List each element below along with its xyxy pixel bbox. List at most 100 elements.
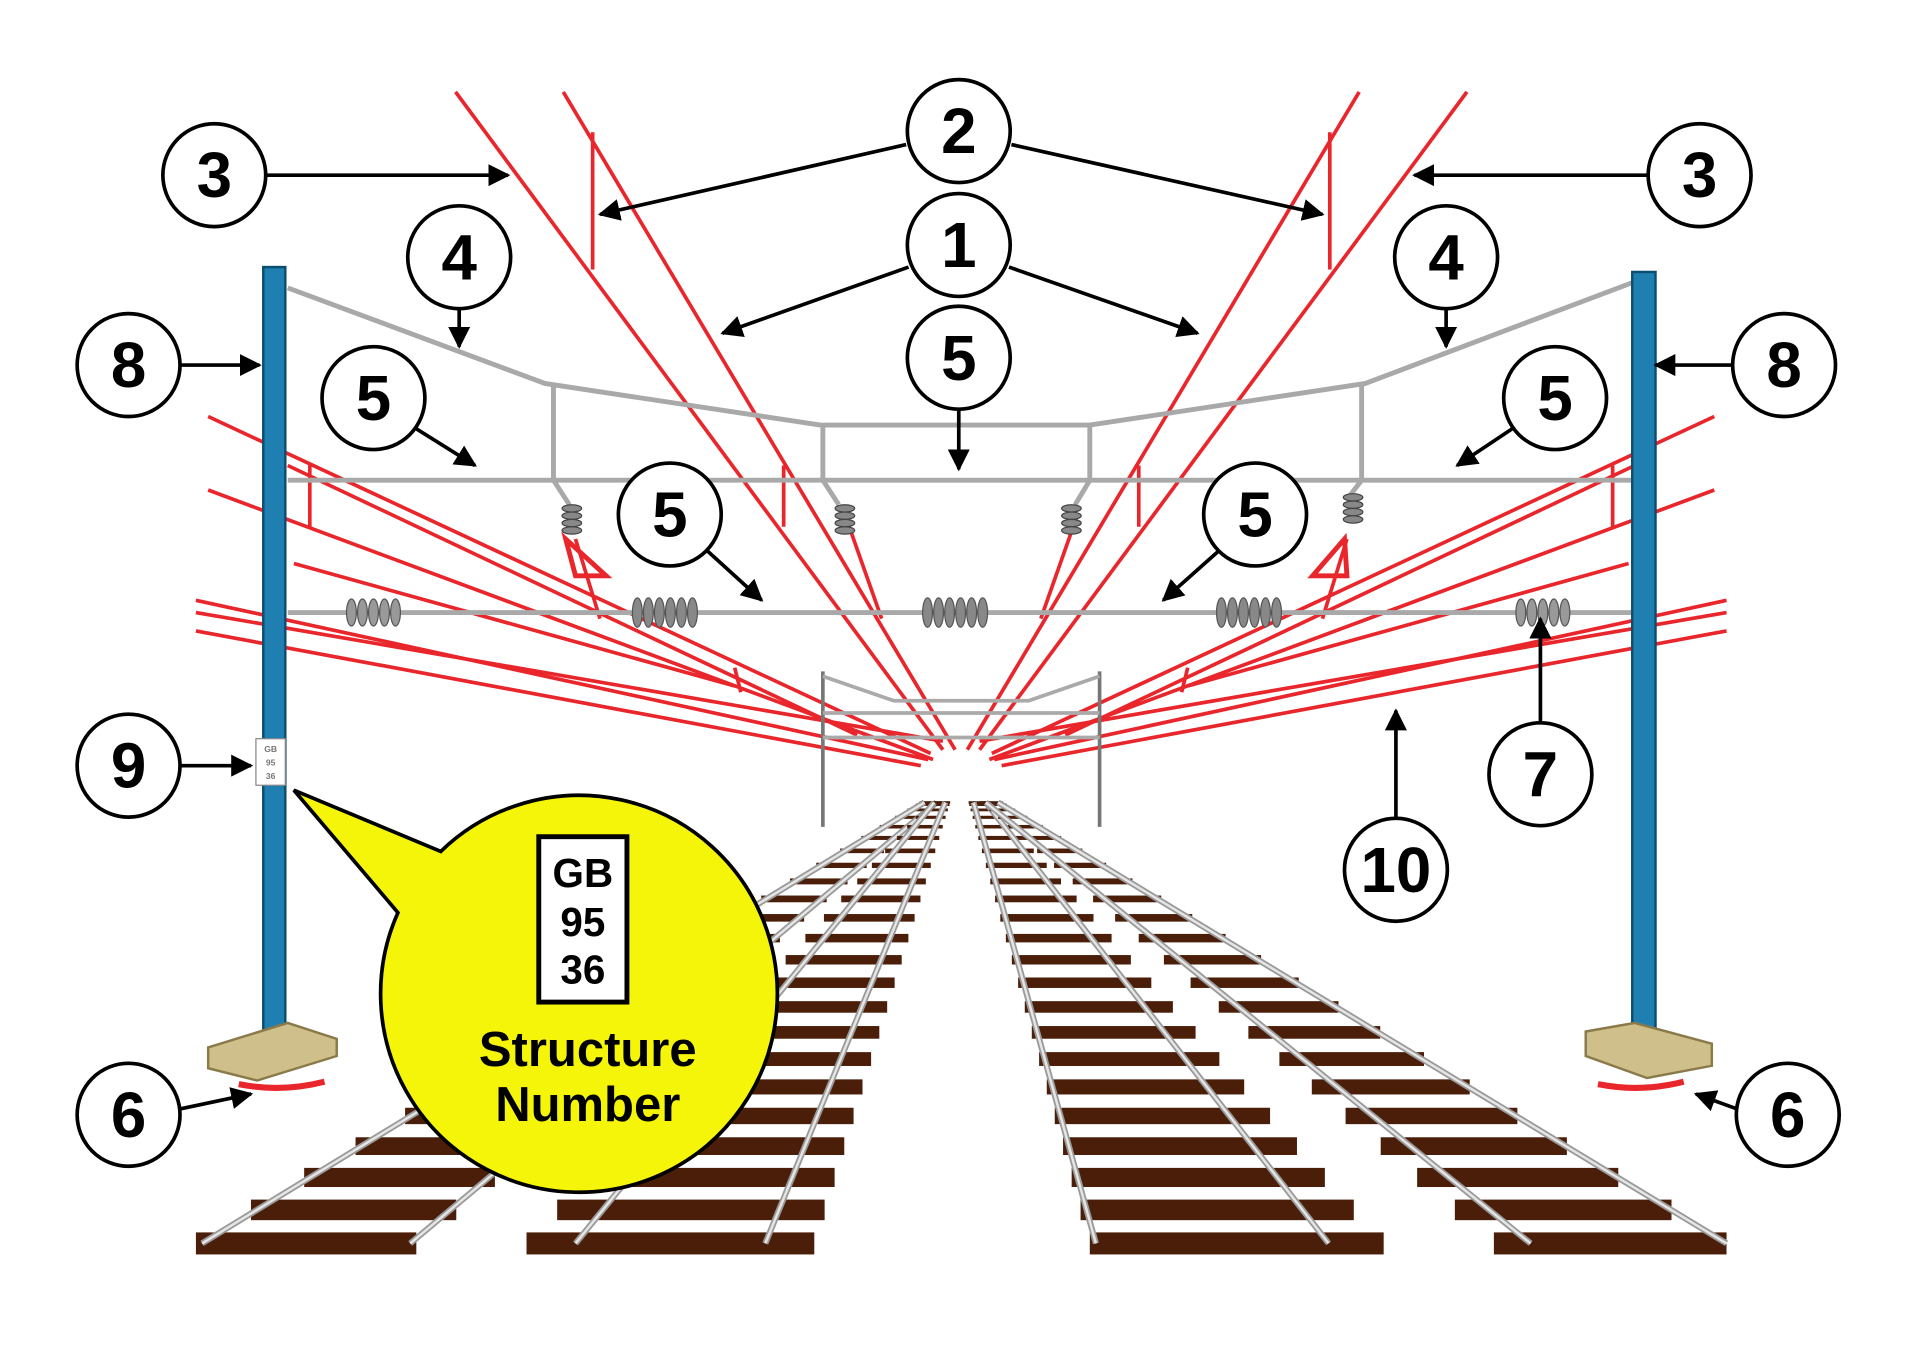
- leader-arrow: [1693, 1090, 1737, 1112]
- red-wire: [195, 610, 944, 743]
- insulator-disc: [631, 597, 643, 628]
- insulator-disc: [1271, 597, 1283, 628]
- insulator-disc: [1342, 515, 1364, 524]
- sleeper: [1218, 1001, 1339, 1013]
- sleeper: [1089, 1232, 1384, 1255]
- label-circle: [1392, 203, 1500, 311]
- label-number: 2: [941, 96, 976, 167]
- mast-base-left: [206, 1021, 338, 1082]
- insulator-disc: [1237, 597, 1249, 628]
- label-4: 4: [1392, 203, 1500, 311]
- label-circle: [1342, 816, 1450, 924]
- sleeper: [907, 808, 933, 812]
- label-circle: [1734, 1061, 1842, 1169]
- plate-line3: 36: [560, 947, 605, 993]
- label-number: 6: [1770, 1080, 1805, 1151]
- label-circle: [1201, 461, 1309, 568]
- sleeper: [970, 808, 998, 812]
- bond-right: [1597, 1078, 1685, 1091]
- insulator-disc: [1215, 597, 1227, 628]
- red-wire: [991, 414, 1716, 756]
- red-wire: [1187, 561, 1630, 688]
- label-circle: [616, 461, 724, 568]
- insulator-disc: [1061, 518, 1082, 528]
- insulator-disc: [1061, 511, 1082, 521]
- leader-arrow: [1011, 142, 1325, 221]
- label-circle: [161, 121, 268, 229]
- label-circle: [405, 203, 513, 311]
- sleeper: [1039, 1052, 1220, 1066]
- label-number: 8: [111, 330, 146, 401]
- red-wire: [1001, 629, 1727, 768]
- insulator-disc: [561, 511, 583, 521]
- label-circle: [1730, 311, 1838, 419]
- insulator-disc: [944, 597, 956, 628]
- sleeper: [1311, 1079, 1470, 1095]
- insulator-disc: [653, 597, 665, 628]
- sleeper: [1018, 977, 1152, 988]
- sleeper: [764, 977, 895, 988]
- sleeper: [895, 815, 924, 819]
- plate-line2: 95: [560, 899, 605, 945]
- sleeper: [983, 803, 1007, 806]
- leader-arrow: [1455, 427, 1514, 468]
- insulator-disc: [686, 597, 698, 628]
- sleeper: [1115, 914, 1193, 922]
- bond-left: [238, 1078, 326, 1091]
- headspan: [286, 279, 1636, 615]
- insulator-disc: [390, 598, 402, 627]
- sleeper: [250, 1199, 457, 1221]
- label-circle: [905, 77, 1013, 185]
- insulator-disc: [1548, 598, 1560, 627]
- red-wire: [454, 90, 945, 751]
- sleeper: [968, 801, 991, 804]
- label-circle: [1501, 344, 1609, 452]
- sleeper: [1000, 914, 1094, 922]
- insulator-disc: [561, 504, 583, 513]
- sleeper: [879, 824, 913, 829]
- label-number: 3: [1682, 140, 1717, 211]
- label-circle: [905, 304, 1013, 412]
- structure-number-plate-small: [255, 738, 286, 786]
- insulator-disc: [664, 597, 676, 628]
- label-3: 3: [161, 121, 268, 229]
- insulator-disc: [1342, 493, 1364, 502]
- sleeper: [1248, 1026, 1381, 1039]
- label-number: 1: [941, 210, 976, 281]
- sleeper: [1072, 878, 1133, 885]
- insulator-disc: [1526, 598, 1538, 627]
- sleeper: [1138, 933, 1226, 943]
- label-circle: [905, 191, 1013, 299]
- sleeper: [742, 1001, 888, 1013]
- sleeper: [1080, 1199, 1354, 1221]
- label-circle: [75, 311, 182, 419]
- label-2: 2: [905, 77, 1013, 185]
- label-circle: [1487, 720, 1594, 828]
- sleeper: [789, 878, 848, 885]
- sleeper: [1345, 1107, 1518, 1125]
- label-4: 4: [405, 203, 513, 311]
- insulator-disc: [561, 518, 583, 528]
- sleeper: [1054, 1107, 1271, 1125]
- sleeper: [304, 1167, 495, 1188]
- label-circle: [75, 1061, 182, 1169]
- sleeper: [927, 803, 950, 806]
- label-number: 7: [1523, 739, 1558, 810]
- sleeper: [1279, 1052, 1424, 1066]
- insulator-disc: [675, 597, 687, 628]
- insulator-disc: [933, 597, 945, 628]
- sleeper: [995, 895, 1077, 903]
- sleeper: [871, 862, 931, 868]
- rail-highlight: [984, 801, 1330, 1245]
- label-1: 1: [905, 191, 1013, 299]
- red-wire: [979, 610, 1727, 743]
- insulator-disc: [966, 597, 978, 628]
- label-8: 8: [75, 311, 182, 419]
- insulator-disc: [1248, 597, 1261, 628]
- label-number: 4: [441, 222, 477, 293]
- mast-base-right: [1584, 1021, 1714, 1080]
- leader-arrow: [720, 265, 910, 337]
- sleeper: [1011, 955, 1131, 965]
- sleeper: [1024, 1001, 1173, 1013]
